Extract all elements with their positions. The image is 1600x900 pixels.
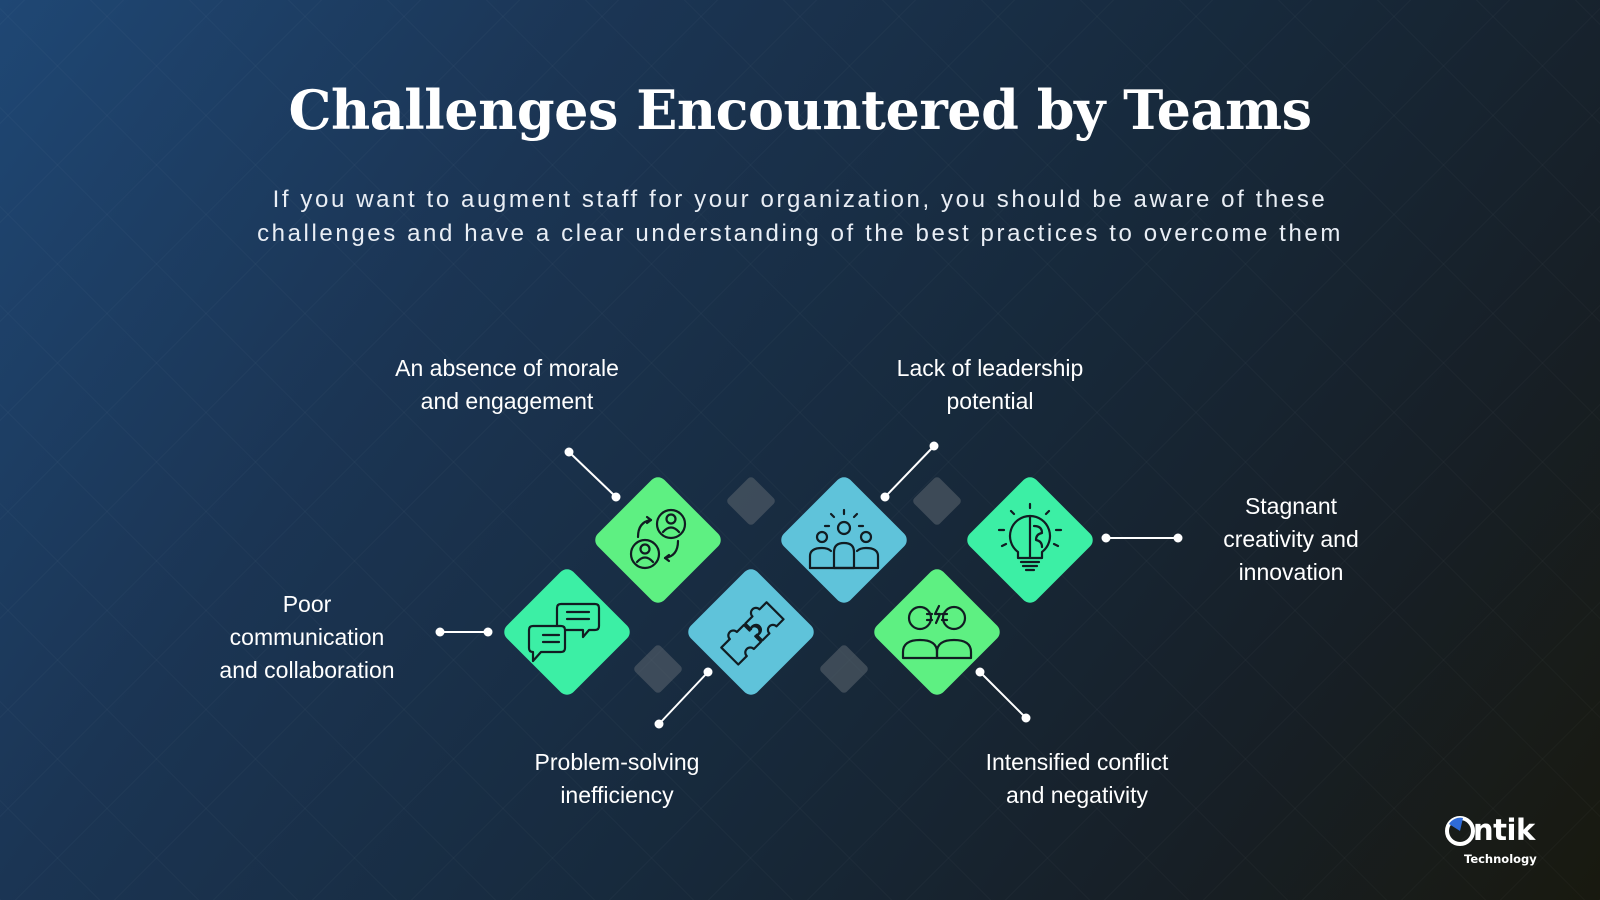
puzzle-icon xyxy=(720,601,785,666)
challenge-diamonds xyxy=(504,477,1093,695)
leader-dot xyxy=(929,441,939,451)
label-line: Lack of leadership xyxy=(896,355,1084,381)
page-title: Challenges Encountered by Teams xyxy=(288,78,1313,142)
company-logo: ntik Technology xyxy=(1445,813,1561,871)
label-line: An absence of morale xyxy=(395,355,619,381)
diamond-leadership xyxy=(781,477,907,603)
leader-lines xyxy=(435,441,1183,729)
page-subtitle: If you want to augment staff for your or… xyxy=(190,183,1410,251)
leader-dot xyxy=(1173,533,1183,543)
leader-dot xyxy=(564,447,574,457)
logo-mark-icon xyxy=(1445,816,1475,846)
leader-group-icon xyxy=(808,508,880,570)
connector-diamond xyxy=(913,477,961,525)
diamond-conflict xyxy=(874,569,1000,695)
label-morale: An absence of morale and engagement xyxy=(372,352,642,418)
label-line: Stagnant xyxy=(1244,493,1338,519)
leader-dot xyxy=(654,719,664,729)
leader-dot xyxy=(611,492,621,502)
leader-line-problem-solving xyxy=(658,671,709,725)
connector-diamond xyxy=(634,645,682,693)
label-line: Intensified conflict xyxy=(985,749,1169,775)
label-problem-solving: Problem-solving inefficiency xyxy=(492,746,742,812)
label-communication: Poor communication and collaboration xyxy=(198,588,416,687)
label-line: communication xyxy=(229,624,385,650)
leader-line-morale xyxy=(568,451,617,498)
diamond-problem-solving xyxy=(688,569,814,695)
leader-dot xyxy=(1021,713,1031,723)
leader-dot xyxy=(435,627,445,637)
diamond-communication xyxy=(504,569,630,695)
logo-wordmark: ntik xyxy=(1473,813,1535,847)
team-exchange-icon xyxy=(629,508,687,570)
label-line: and engagement xyxy=(420,388,594,414)
label-line: inefficiency xyxy=(560,782,674,808)
label-line: potential xyxy=(946,388,1034,414)
lightbulb-brain-icon xyxy=(997,502,1063,572)
diamond-morale xyxy=(595,477,721,603)
leader-dot xyxy=(483,627,493,637)
conflict-icon xyxy=(901,604,973,660)
logo-tagline: Technology xyxy=(1464,852,1537,866)
leader-line-conflict xyxy=(979,671,1027,719)
label-creativity: Stagnant creativity and innovation xyxy=(1180,490,1402,589)
label-line: Problem-solving xyxy=(534,749,700,775)
label-line: innovation xyxy=(1238,559,1344,585)
label-line: and collaboration xyxy=(219,657,395,683)
chat-bubbles-icon xyxy=(527,602,601,663)
label-conflict: Intensified conflict and negativity xyxy=(942,746,1212,812)
label-leadership: Lack of leadership potential xyxy=(855,352,1125,418)
leader-dot xyxy=(703,667,713,677)
label-line: and negativity xyxy=(1006,782,1148,808)
leader-dot xyxy=(880,492,890,502)
subtitle-line-1: If you want to augment staff for your or… xyxy=(272,186,1328,213)
connector-diamond xyxy=(820,645,868,693)
leader-dot xyxy=(1101,533,1111,543)
label-line: Poor xyxy=(282,591,332,617)
label-line: creativity and xyxy=(1223,526,1359,552)
subtitle-line-2: challenges and have a clear understandin… xyxy=(257,220,1343,247)
connector-diamonds xyxy=(634,477,961,693)
connector-diamond xyxy=(727,477,775,525)
leader-line-leadership xyxy=(884,445,935,498)
leader-dot xyxy=(975,667,985,677)
